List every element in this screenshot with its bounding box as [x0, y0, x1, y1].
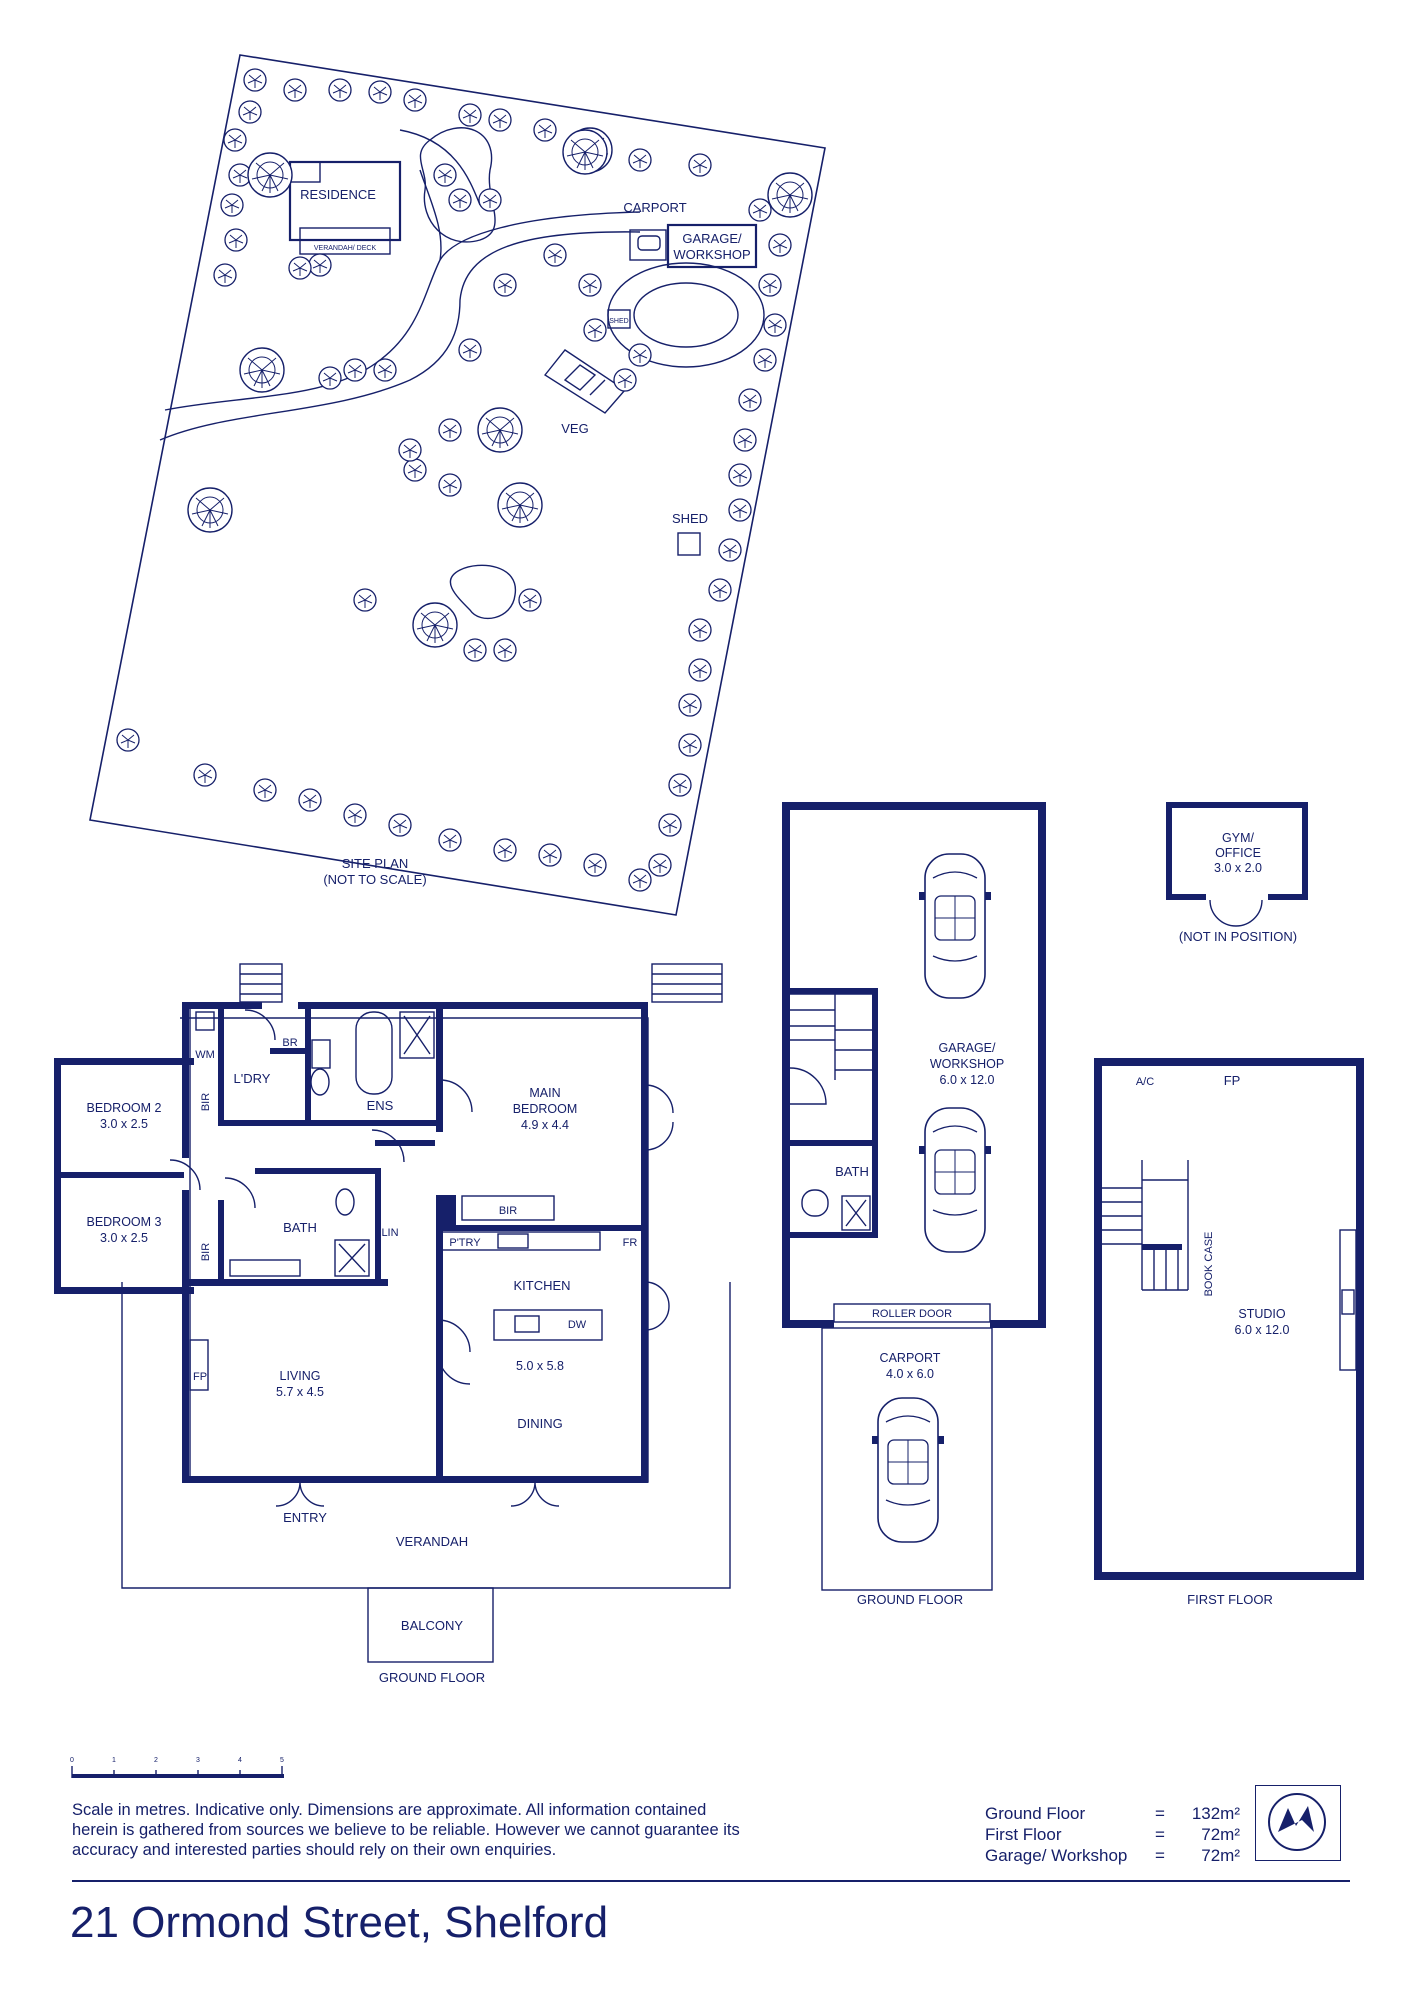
- ensuite-label: ENS: [367, 1098, 394, 1113]
- living-label: LIVING: [280, 1369, 321, 1383]
- scale-tick-1: 1: [112, 1757, 116, 1764]
- studio-bookcase-label: BOOK CASE: [1203, 1232, 1215, 1297]
- site-garage-label-2: WORKSHOP: [673, 247, 750, 262]
- area-row: First Floor = 72m²: [985, 1824, 1245, 1845]
- car-icon: [918, 1107, 992, 1253]
- bath-icon: [355, 1011, 393, 1095]
- site-garage-label-1: GARAGE/: [682, 231, 742, 246]
- car-icon: [871, 1397, 945, 1543]
- property-address: 21 Ormond Street, Shelford: [70, 1898, 609, 1947]
- entry-label: ENTRY: [283, 1510, 327, 1525]
- studio-dim: 6.0 x 12.0: [1235, 1323, 1290, 1337]
- garage-bath-label: BATH: [835, 1164, 869, 1179]
- bedroom2-label: BEDROOM 2: [86, 1101, 161, 1115]
- site-carport-label: CARPORT: [623, 200, 686, 215]
- bir-label-2: BIR: [200, 1243, 212, 1261]
- toilet-icon: [310, 1068, 330, 1096]
- site-verandah-label: VERANDAH/ DECK: [314, 245, 377, 252]
- studio-fp-label: FP: [1224, 1073, 1241, 1088]
- br-label: BR: [282, 1037, 297, 1049]
- site-plan-caption-1: SITE PLAN: [342, 856, 408, 871]
- area-name: Garage/ Workshop: [985, 1846, 1128, 1865]
- bedroom3-dim: 3.0 x 2.5: [100, 1231, 148, 1245]
- dishwasher-label: DW: [568, 1319, 587, 1331]
- area-row: Garage/ Workshop = 72m²: [985, 1845, 1245, 1866]
- shower-icon: [399, 1011, 435, 1059]
- garage-plan: GARAGE/ WORKSHOP 6.0 x 12.0 BATH ROLLER …: [782, 802, 1046, 1607]
- tree-icon: [116, 68, 802, 892]
- site-residence-label: RESIDENCE: [300, 187, 376, 202]
- living-dim: 5.7 x 4.5: [276, 1385, 324, 1399]
- garage-label-2: WORKSHOP: [930, 1057, 1004, 1071]
- kitchen-dim: 5.0 x 5.8: [516, 1359, 564, 1373]
- area-value: 72m²: [1201, 1825, 1240, 1844]
- pantry-label: P'TRY: [449, 1237, 481, 1249]
- gym-dim: 3.0 x 2.0: [1214, 861, 1262, 875]
- car-icon: [918, 853, 992, 999]
- site-veg-label: VEG: [561, 421, 588, 436]
- area-name: Ground Floor: [985, 1804, 1086, 1823]
- house-floor-caption: GROUND FLOOR: [379, 1670, 485, 1685]
- door-swing-icon: [244, 1009, 276, 1041]
- fridge-label: FR: [623, 1237, 638, 1249]
- garage-label-1: GARAGE/: [939, 1041, 996, 1055]
- area-name: First Floor: [985, 1825, 1062, 1844]
- site-shed-label: SHED: [672, 511, 708, 526]
- linen-label: LIN: [381, 1227, 398, 1239]
- studio-plan: A/C FP BOOK CASE STUDIO 6.0 x 12.0 FIRST…: [1094, 1058, 1364, 1607]
- gym-label-2: OFFICE: [1215, 846, 1261, 860]
- site-plan-caption-2: (NOT TO SCALE): [323, 872, 426, 887]
- area-value: 132m²: [1191, 1804, 1240, 1823]
- garage-dim: 6.0 x 12.0: [940, 1073, 995, 1087]
- fireplace-label: FP: [193, 1371, 207, 1383]
- disclaimer-line: accuracy and interested parties should r…: [72, 1841, 557, 1859]
- bir-label-3: BIR: [499, 1205, 517, 1217]
- carport-dim: 4.0 x 6.0: [886, 1367, 934, 1381]
- scale-tick-4: 4: [238, 1757, 242, 1764]
- area-row: Ground Floor = 132m²: [985, 1803, 1245, 1824]
- compass-logo-icon: [1255, 1785, 1341, 1861]
- wm-label: WM: [195, 1049, 215, 1061]
- scale-tick-2: 2: [154, 1757, 158, 1764]
- verandah-label: VERANDAH: [396, 1534, 468, 1549]
- gym-note: (NOT IN POSITION): [1179, 929, 1297, 944]
- studio-label: STUDIO: [1238, 1307, 1286, 1321]
- disclaimer-line: Scale in metres. Indicative only. Dimens…: [72, 1801, 707, 1819]
- scale-tick-3: 3: [196, 1757, 200, 1764]
- bath-label: BATH: [283, 1220, 317, 1235]
- main-bedroom-label-1: MAIN: [529, 1086, 560, 1100]
- studio-floor-caption: FIRST FLOOR: [1187, 1592, 1273, 1607]
- studio-ac-label: A/C: [1136, 1076, 1154, 1088]
- bedroom2-dim: 3.0 x 2.5: [100, 1117, 148, 1131]
- area-equals: =: [1155, 1825, 1165, 1844]
- scale-tick-0: 0: [70, 1757, 74, 1764]
- roller-door-label: ROLLER DOOR: [872, 1308, 952, 1320]
- site-plan: RESIDENCE VERANDAH/ DECK CARPORT GARAGE/…: [89, 54, 826, 916]
- dining-label: DINING: [517, 1416, 563, 1431]
- stairs-icon: [790, 993, 872, 1080]
- area-summary: Ground Floor = 132m² First Floor = 72m² …: [985, 1803, 1245, 1866]
- bir-label-1: BIR: [200, 1093, 212, 1111]
- footer-divider: [72, 1880, 1350, 1882]
- garage-floor-caption: GROUND FLOOR: [857, 1592, 963, 1607]
- site-small-shed-label: SHED: [609, 318, 628, 325]
- gym-label-1: GYM/: [1222, 831, 1254, 845]
- house-plan: BEDROOM 2 3.0 x 2.5 BEDROOM 3 3.0 x 2.5 …: [54, 963, 731, 1685]
- disclaimer: Scale in metres. Indicative only. Dimens…: [72, 1800, 872, 1860]
- carport-label: CARPORT: [880, 1351, 941, 1365]
- kitchen-label: KITCHEN: [513, 1278, 570, 1293]
- area-value: 72m²: [1201, 1846, 1240, 1865]
- disclaimer-line: herein is gathered from sources we belie…: [72, 1821, 740, 1839]
- scale-tick-5: 5: [280, 1757, 284, 1764]
- area-equals: =: [1155, 1846, 1165, 1865]
- main-bedroom-label-2: BEDROOM: [513, 1102, 578, 1116]
- gym-plan: GYM/ OFFICE 3.0 x 2.0 (NOT IN POSITION): [1166, 802, 1308, 944]
- main-bedroom-dim: 4.9 x 4.4: [521, 1118, 569, 1132]
- bedroom3-label: BEDROOM 3: [86, 1215, 161, 1229]
- scale-bar: 0 1 2 3 4 5: [70, 1757, 284, 1778]
- area-equals: =: [1155, 1804, 1165, 1823]
- laundry-label: L'DRY: [234, 1071, 271, 1086]
- balcony-label: BALCONY: [401, 1618, 463, 1633]
